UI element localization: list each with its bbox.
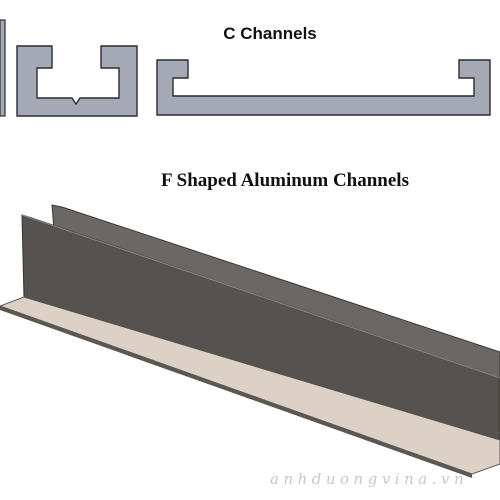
partial-profile-left — [0, 19, 6, 117]
c-channel-profile-small — [16, 45, 138, 117]
f-channel-3d — [0, 204, 500, 478]
f-channels-title: F Shaped Aluminum Channels — [161, 170, 409, 191]
f-channel-flange-edge — [0, 306, 472, 478]
c-channel-profile-wide — [156, 59, 491, 116]
c-channels-title: C Channels — [223, 24, 317, 43]
watermark: anhduongvina.vn — [270, 470, 469, 488]
f-channel-web-edge — [21, 214, 500, 379]
